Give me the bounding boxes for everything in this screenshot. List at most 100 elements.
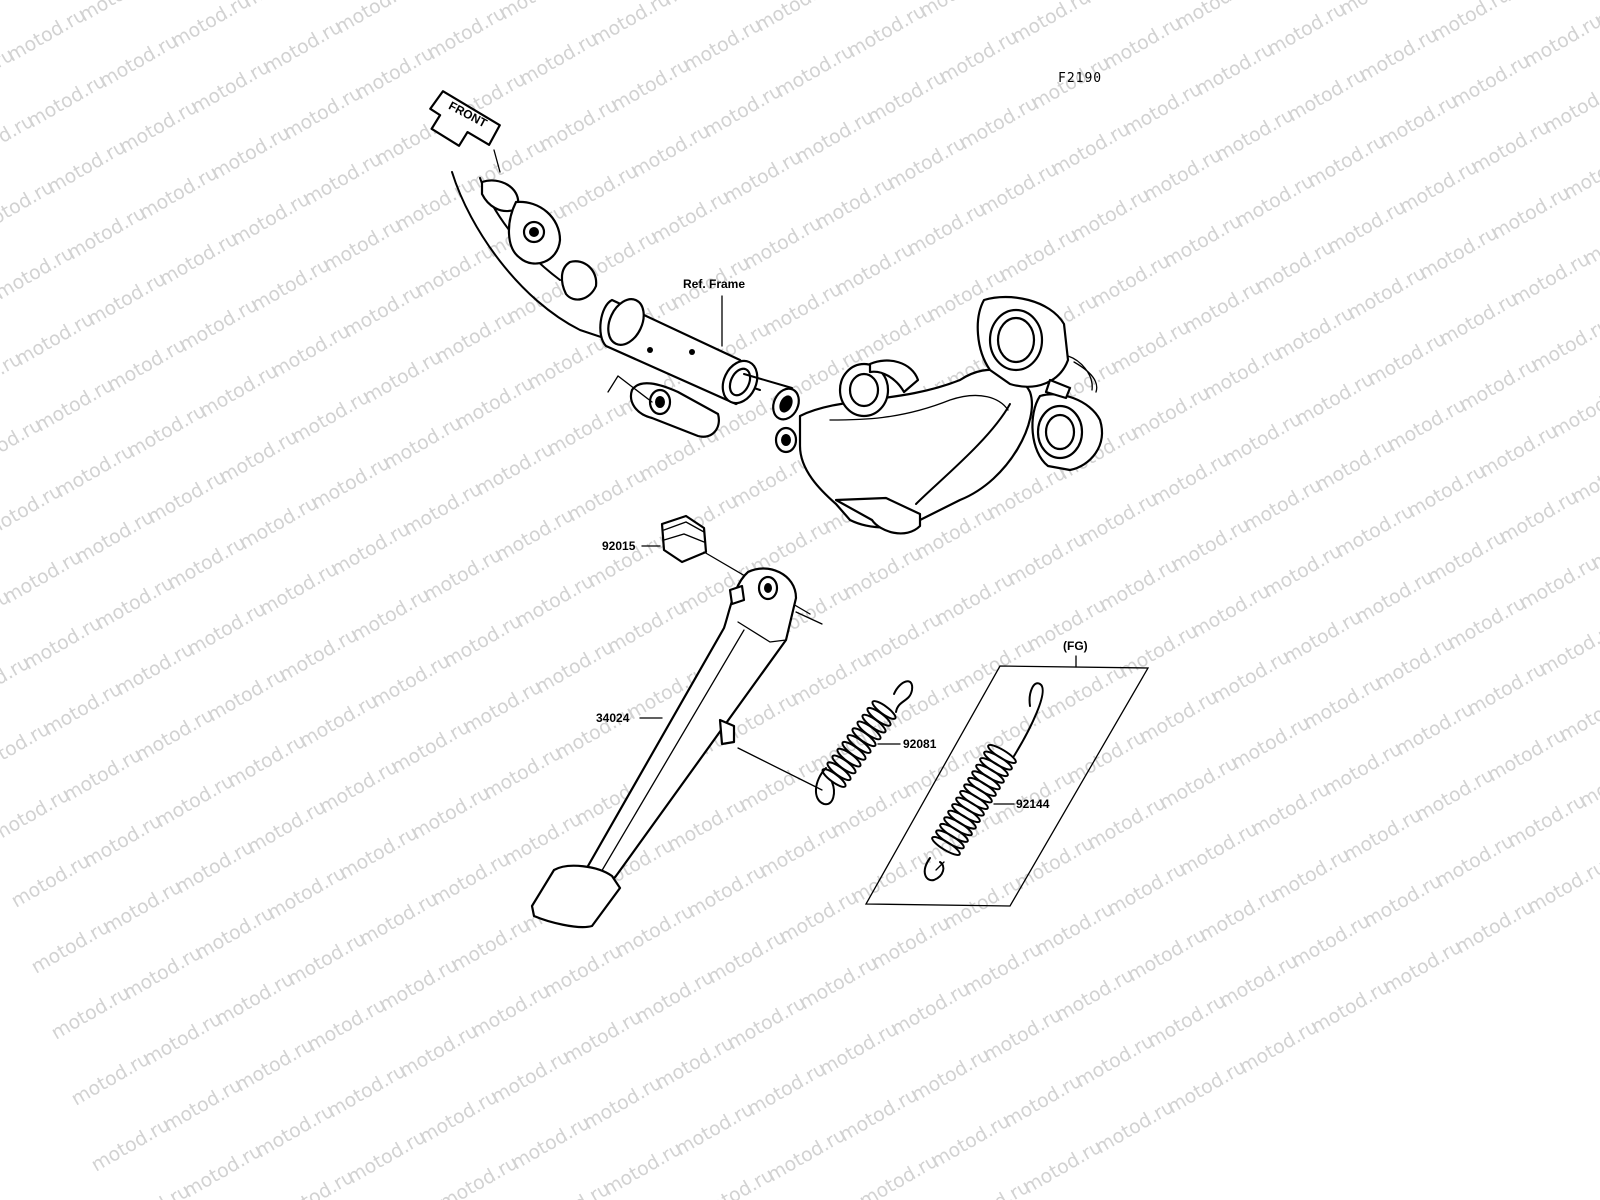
watermark-text: motod.ru [276, 624, 362, 687]
watermark-text: motod.ru [164, 532, 250, 595]
watermark-text: motod.ru [1188, 580, 1274, 643]
watermark-text: motod.ru [188, 56, 274, 119]
watermark-text: motod.ru [296, 690, 382, 753]
watermark-text: motod.ru [1428, 0, 1514, 46]
watermark-text: motod.ru [516, 28, 602, 91]
ref-frame-label: Ref. Frame [683, 277, 745, 291]
spring-coil [975, 763, 1005, 784]
watermark-text: motod.ru [1352, 566, 1438, 629]
watermark-text: motod.ru [536, 94, 622, 157]
watermark-text: motod.ru [740, 212, 826, 275]
watermark-text: motod.ru [88, 1114, 174, 1177]
watermark-text: motod.ru [316, 756, 402, 819]
watermark-text: motod.ru [336, 822, 422, 885]
watermark-text: motod.ru [1360, 870, 1446, 933]
watermark-text: motod.ru [1136, 686, 1222, 749]
watermark-text: motod.ru [332, 0, 418, 38]
spring-coil [955, 796, 985, 817]
watermark-text: motod.ru [1500, 0, 1586, 6]
watermark-text: motod.ru [348, 584, 434, 647]
watermark-text: motod.ru [836, 1084, 922, 1147]
watermark-text: motod.ru [1392, 698, 1478, 761]
watermark-text: motod.ru [208, 122, 294, 185]
watermark-text: motod.ru [0, 546, 86, 609]
watermark-text: motod.ru [1280, 606, 1366, 669]
watermark-text: motod.ru [1076, 488, 1162, 551]
watermark-text: motod.ru [24, 70, 110, 133]
watermark-text: motod.ru [1312, 434, 1398, 497]
watermark-text: motod.ru [1548, 380, 1600, 443]
watermark-text: motod.ru [1068, 184, 1154, 247]
watermark-text: motod.ru [120, 942, 206, 1005]
watermark-text: motod.ru [60, 744, 146, 807]
watermark-text: motod.ru [1072, 1030, 1158, 1093]
part-number-92015: 92015 [602, 539, 636, 553]
watermark-text: motod.ru [1484, 724, 1570, 787]
watermark-text: motod.ru [240, 0, 326, 12]
watermark-text: motod.ru [1456, 354, 1542, 417]
watermark-text: motod.ru [524, 332, 610, 395]
watermark-text: motod.ru [8, 850, 94, 913]
watermark-text: motod.ru [388, 716, 474, 779]
watermark-text: motod.ru [1468, 116, 1554, 179]
watermark-text: motod.ru [1088, 250, 1174, 313]
watermark-text: motod.ru [976, 158, 1062, 221]
watermark-text: motod.ru [916, 0, 1002, 22]
watermark-text: motod.ru [216, 426, 302, 489]
watermark-text: motod.ru [812, 172, 898, 235]
watermark-text: motod.ru [300, 148, 386, 211]
watermark-text: motod.ru [980, 1004, 1066, 1067]
watermark-text: motod.ru [4, 4, 90, 67]
watermark-text: motod.ru [744, 1058, 830, 1121]
watermark-text: motod.ru [284, 928, 370, 991]
watermark-text: motod.ru [1104, 858, 1190, 921]
watermark-text: motod.ru [612, 900, 698, 963]
watermark-text: motod.ru [1592, 0, 1600, 32]
watermark-text: motod.ru [92, 572, 178, 635]
watermark-text: motod.ru [660, 0, 746, 10]
watermark-text: motod.ru [1196, 884, 1282, 947]
watermark-text: motod.ru [1116, 620, 1202, 683]
watermark-text: motod.ru [1008, 0, 1094, 48]
watermark-text: motod.ru [632, 966, 718, 1029]
watermark-text: motod.ru [1300, 672, 1386, 735]
watermark-text: motod.ru [376, 954, 462, 1017]
watermark-text: motod.ru [1560, 142, 1600, 205]
watermark-text: motod.ru [932, 568, 1018, 631]
watermark-text: motod.ru [1200, 342, 1286, 405]
watermark-text: motod.ru [1248, 778, 1334, 841]
spring-coil [979, 757, 1009, 778]
watermark-text: motod.ru [1540, 76, 1600, 139]
watermark-text: motod.ru [244, 796, 330, 859]
watermark-text: motod.ru [1324, 196, 1410, 259]
watermark-text: motod.ru [380, 412, 466, 475]
watermark-text: motod.ru [1108, 316, 1194, 379]
watermark-text: motod.ru [1232, 170, 1318, 233]
watermark-text: motod.ru [420, 544, 506, 607]
watermark-text: motod.ru [140, 1008, 226, 1071]
watermark-text: motod.ru [544, 398, 630, 461]
watermark-text: motod.ru [1444, 592, 1530, 655]
watermark-text: motod.ru [144, 466, 230, 529]
watermark-text: motod.ru [1496, 486, 1582, 549]
watermark-text: motod.ru [1332, 500, 1418, 563]
watermark-text: motod.ru [1164, 1056, 1250, 1119]
figure-code: F2190 [1058, 71, 1102, 86]
front-arrow-icon: FRONT [429, 90, 501, 173]
watermark-text: motod.ru [648, 186, 734, 249]
watermark-text: motod.ru [760, 278, 846, 341]
watermark-text: motod.ru [1128, 382, 1214, 445]
watermark-text: motod.ru [96, 30, 182, 93]
watermark-text: motod.ru [532, 636, 618, 699]
watermark-text: motod.ru [848, 846, 934, 909]
watermark-text: motod.ru [176, 294, 262, 357]
watermark-text: motod.ru [840, 542, 926, 605]
watermark-text: motod.ru [344, 1126, 430, 1189]
watermark-text: motod.ru [424, 2, 510, 65]
watermark-text: motod.ru [1252, 236, 1338, 299]
watermark-text: motod.ru [28, 916, 114, 979]
watermark-text: motod.ru [48, 982, 134, 1045]
part-number-92081: 92081 [903, 737, 937, 751]
watermark-text: motod.ru [1140, 144, 1226, 207]
spring-coil [871, 700, 897, 720]
